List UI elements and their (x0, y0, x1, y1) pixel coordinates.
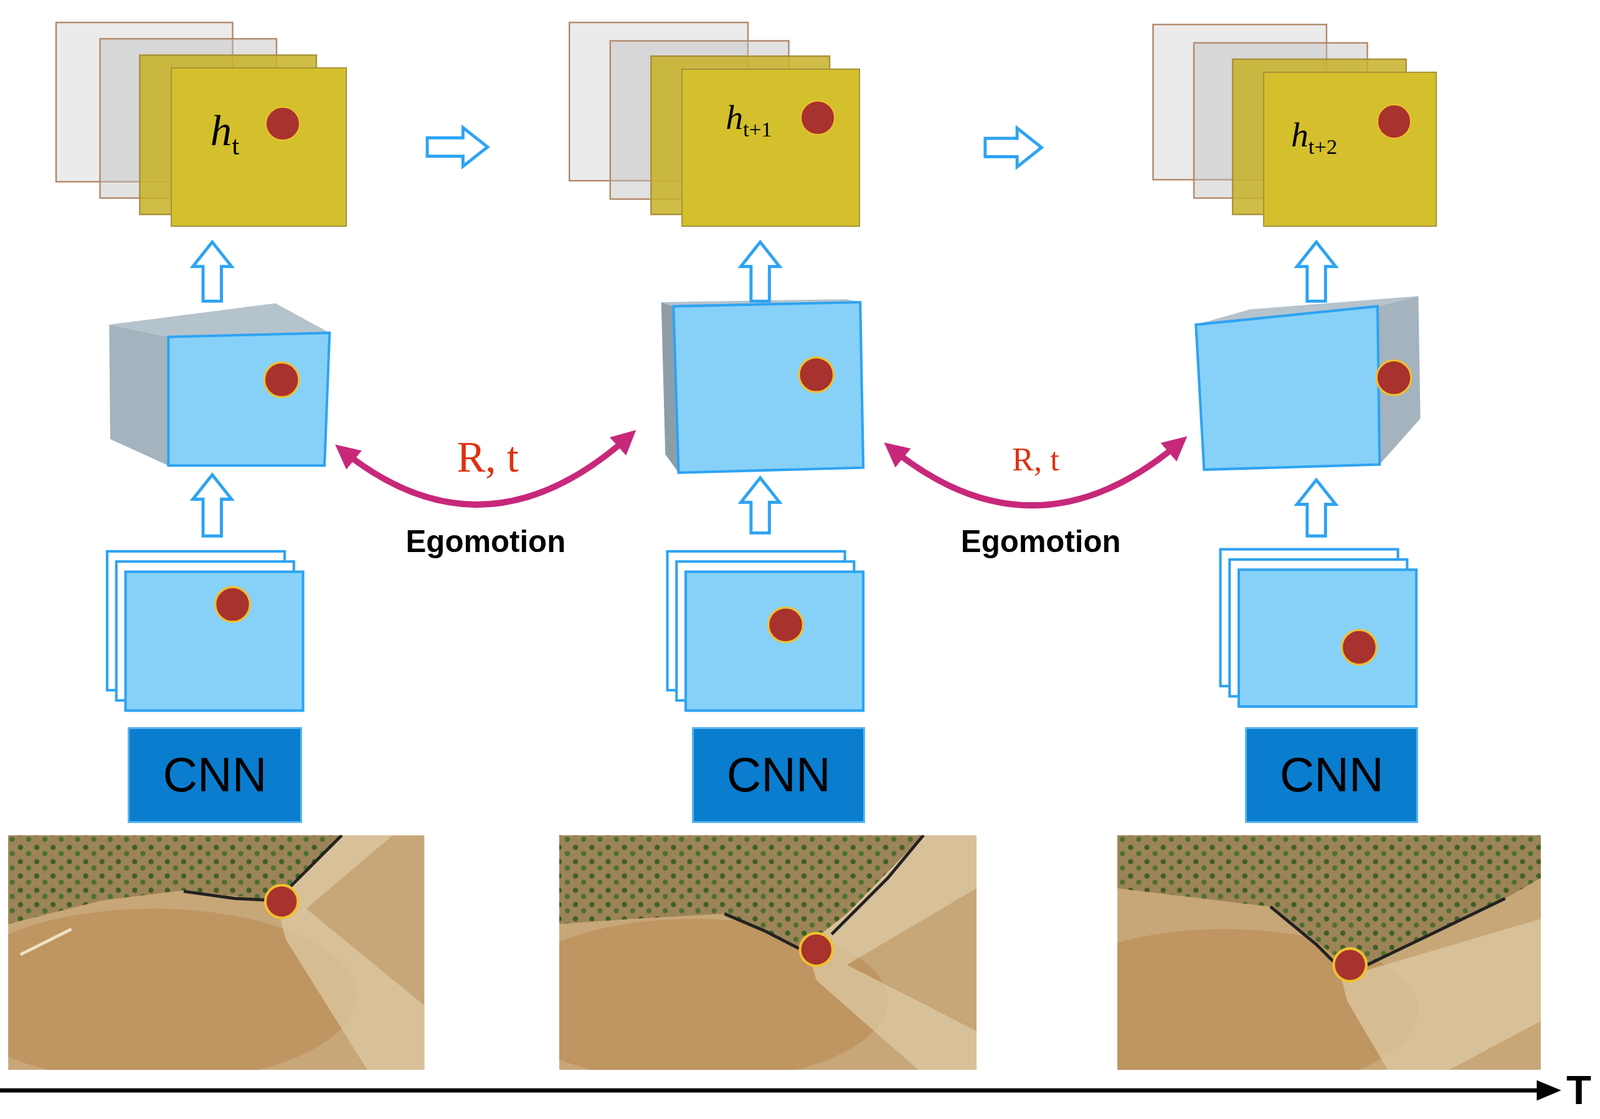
crop-field (559, 834, 924, 950)
crop-rows (1117, 834, 1541, 965)
hollow-arrow (193, 241, 232, 301)
memory-symbol: h (725, 97, 744, 137)
tracked-point (264, 362, 299, 398)
hollow-arrow (1296, 479, 1336, 536)
tracked-point (1333, 947, 1366, 981)
cube-side (108, 324, 169, 466)
rotation-translation: R, t (1012, 442, 1060, 476)
cnn-box: CNN (691, 726, 866, 823)
memory-map: ht (170, 67, 347, 227)
feature-map (685, 571, 864, 711)
feature-stack (1220, 549, 1417, 707)
tracked-point (1376, 359, 1412, 395)
cnn-label: CNN (1279, 750, 1384, 799)
tracked-point (799, 357, 834, 393)
memory-subscript: t+1 (743, 117, 772, 141)
time-axis-head (1536, 1079, 1561, 1101)
feature-stack (107, 551, 304, 711)
fence (290, 834, 342, 886)
hollow-arrow (740, 477, 780, 533)
crop-rows (559, 834, 924, 950)
crop-rows (8, 834, 342, 924)
egomotion-label: Egomotion (406, 526, 567, 557)
hollow-arrow (427, 127, 488, 167)
tracked-point (1341, 629, 1377, 665)
tracked-point (800, 932, 833, 966)
fence (724, 913, 801, 950)
cnn-box: CNN (127, 726, 303, 823)
fence (831, 834, 924, 934)
memory-subscript: t+2 (1308, 134, 1338, 159)
feature-map (1238, 569, 1417, 707)
memory-map: ht+1 (681, 68, 861, 227)
aerial-image (559, 834, 977, 1070)
hollow-arrow (740, 241, 780, 301)
up-arrows (193, 241, 1336, 536)
cnn-label: CNN (726, 750, 831, 799)
time-axis-label: T (1566, 1069, 1592, 1111)
cube-front (673, 302, 864, 473)
tracked-point (265, 106, 301, 142)
crop-field (8, 834, 342, 924)
egomotion-arrow (340, 434, 631, 505)
cnn-box: CNN (1244, 726, 1419, 823)
memory-symbol: h (210, 107, 232, 155)
cnn-label: CNN (162, 750, 267, 799)
tracked-point (265, 885, 298, 918)
aerial-image (8, 834, 425, 1070)
tracked-point (1377, 104, 1412, 139)
memory-symbol: h (1291, 115, 1309, 154)
tracked-point (768, 607, 804, 643)
memory-label: ht+1 (725, 100, 772, 141)
feature-cube (1195, 295, 1421, 470)
cube-front (1195, 306, 1380, 470)
feature-map (125, 571, 304, 711)
egomotion-label: Egomotion (960, 526, 1122, 557)
tracked-point (800, 100, 836, 136)
hollow-arrow (1296, 241, 1336, 301)
memory-map: ht+2 (1263, 71, 1437, 227)
fence (183, 891, 276, 901)
plank (20, 928, 72, 955)
cube-front (168, 332, 330, 466)
aerial-image (1117, 834, 1541, 1070)
egomotion-arrow (889, 440, 1183, 506)
time-axis (0, 1088, 1543, 1093)
fence (1367, 898, 1505, 965)
rotation-translation: R, t (456, 435, 519, 479)
memory-subscript: t (231, 130, 240, 161)
tracked-point (215, 586, 251, 622)
memory-label: ht (210, 109, 240, 160)
memory-label: ht+2 (1291, 117, 1338, 158)
hollow-arrow (985, 128, 1042, 167)
hollow-arrow (193, 474, 232, 536)
feature-cube (661, 298, 864, 473)
fence (1270, 906, 1337, 965)
feature-stack (667, 551, 864, 711)
crop-field (1117, 834, 1541, 965)
feature-cube (108, 303, 330, 466)
